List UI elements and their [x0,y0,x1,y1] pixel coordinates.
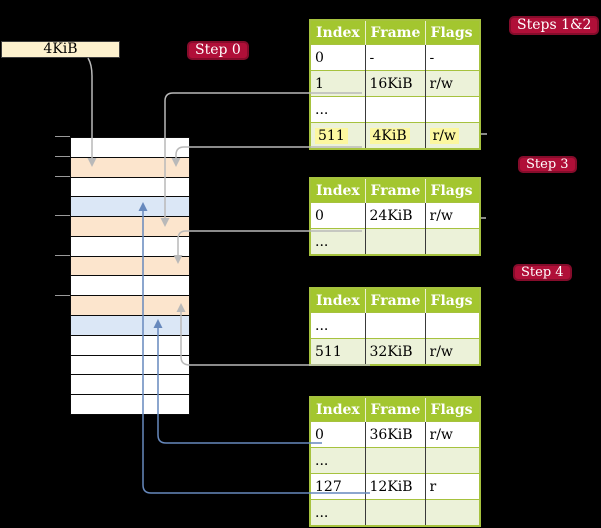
table-row: ... [310,499,480,526]
cell-frame: - [365,44,426,71]
memory-row-white [71,335,189,356]
col-header-flags: Flags [425,397,480,422]
cell-flags [425,228,480,255]
frame-address-label: 4KiB [1,41,120,58]
cell-index: 0 [310,44,366,71]
address-tick [55,156,70,157]
memory-row-white [71,177,189,198]
table-row: 1 16KiB r/w [310,70,480,97]
memory-row-orange [71,296,189,317]
memory-row-white [71,138,189,158]
col-header-frame: Frame [365,397,426,422]
step-0-badge: Step 0 [187,41,249,60]
cell-index: 127 [310,473,366,500]
cell-flags: r/w [425,122,480,149]
cell-flags: r [425,473,480,500]
step-3-badge: Step 3 [518,156,577,173]
memory-row-white [71,276,189,297]
memory-row-white [71,355,189,376]
cell-index: 0 [310,202,366,229]
address-tick [55,136,70,137]
memory-row-orange [71,256,189,277]
col-header-index: Index [310,397,366,422]
table-row: ... [310,447,480,474]
cell-frame [365,312,426,339]
highlight: 511 [315,127,348,144]
memory-row-blue [71,197,189,218]
address-tick [55,176,70,177]
table-row: ... [310,96,480,123]
page-table-steps-1-2: Index Frame Flags 0 - - 1 16KiB r/w ... [309,19,481,150]
memory-row-white [71,375,189,396]
col-header-index: Index [310,288,366,313]
table-header-row: Index Frame Flags [310,20,480,45]
table-row-highlighted: 511 4KiB r/w [310,122,480,149]
cell-frame: 24KiB [365,202,426,229]
cell-index: ... [310,96,366,123]
cell-flags: - [425,44,480,71]
table-row: 0 36KiB r/w [310,421,480,448]
steps-1-2-badge: Steps 1&2 [509,16,600,35]
highlight: r/w [429,127,459,144]
col-header-index: Index [310,178,366,203]
cell-index: ... [310,499,366,526]
cell-index: 1 [310,70,366,97]
page-table-step-4: Index Frame Flags ... 511 32KiB r/w [309,287,481,366]
cell-frame: 36KiB [365,421,426,448]
cell-flags: r/w [425,338,480,365]
cell-frame [365,96,426,123]
cell-flags [425,447,480,474]
cell-index: 0 [310,421,366,448]
table-row: ... [310,312,480,339]
col-header-frame: Frame [365,20,426,45]
cell-index: ... [310,312,366,339]
cell-frame [365,499,426,526]
col-header-frame: Frame [365,178,426,203]
cell-flags [425,96,480,123]
address-tick [55,215,70,216]
cell-index: 511 [310,338,366,365]
cell-flags [425,499,480,526]
memory-row-white [71,236,189,257]
cell-index: ... [310,447,366,474]
col-header-flags: Flags [425,20,480,45]
table-row: ... [310,228,480,255]
cell-flags [425,312,480,339]
cell-flags: r/w [425,70,480,97]
memory-row-orange [71,157,189,178]
table-row: 0 - - [310,44,480,71]
table-row: 511 32KiB r/w [310,338,480,365]
cell-frame: 12KiB [365,473,426,500]
cell-frame: 32KiB [365,338,426,365]
cell-frame: 16KiB [365,70,426,97]
table-row: 127 12KiB r [310,473,480,500]
col-header-frame: Frame [365,288,426,313]
col-header-index: Index [310,20,366,45]
memory-row-white [71,395,189,414]
memory-row-orange [71,217,189,237]
address-tick [55,295,70,296]
cell-index: 511 [310,122,366,149]
cell-frame [365,228,426,255]
table-row: 0 24KiB r/w [310,202,480,229]
cell-flags: r/w [425,202,480,229]
memory-column [70,137,190,415]
page-table-final: Index Frame Flags 0 36KiB r/w ... 127 12… [309,396,481,527]
table-header-row: Index Frame Flags [310,178,480,203]
step-4-badge: Step 4 [513,264,572,281]
col-header-flags: Flags [425,288,480,313]
cell-index: ... [310,228,366,255]
cell-frame: 4KiB [365,122,426,149]
table-header-row: Index Frame Flags [310,288,480,313]
address-tick [55,255,70,256]
page-table-step-3: Index Frame Flags 0 24KiB r/w ... [309,177,481,256]
memory-row-blue [71,316,189,336]
cell-flags: r/w [425,421,480,448]
highlight: 4KiB [369,127,410,144]
col-header-flags: Flags [425,178,480,203]
cell-frame [365,447,426,474]
table-header-row: Index Frame Flags [310,397,480,422]
